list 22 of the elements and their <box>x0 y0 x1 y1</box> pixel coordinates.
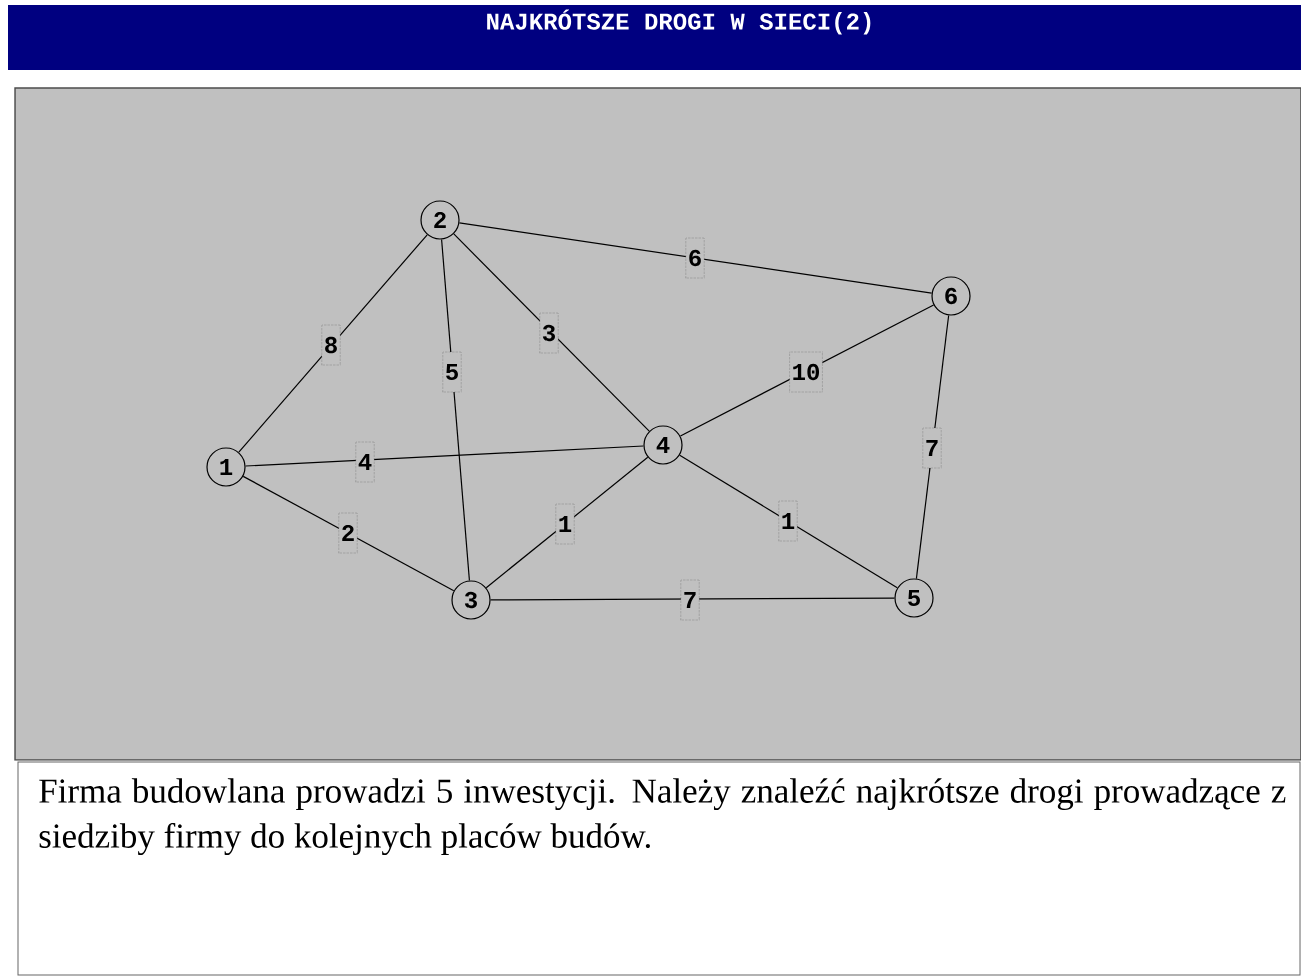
edge-label: 1 <box>778 500 798 542</box>
edge-label: 6 <box>685 237 705 279</box>
edge-line <box>245 445 645 467</box>
title-bar: NAJKRÓTSZE DROGI W SIECI(2) <box>8 5 1301 70</box>
edge-line <box>453 233 650 432</box>
edge-line <box>441 238 470 582</box>
edge-line <box>485 456 649 589</box>
edge-line <box>679 454 898 589</box>
edge-line <box>458 222 933 294</box>
edge-label: 7 <box>922 427 942 469</box>
edge-line <box>238 234 428 453</box>
edge-label: 1 <box>555 503 575 545</box>
edge-line <box>490 597 895 601</box>
edge-label: 3 <box>539 312 559 354</box>
edge-label: 8 <box>321 324 341 366</box>
edge-label: 4 <box>355 441 375 483</box>
edge-label: 5 <box>442 351 462 393</box>
edge-line <box>242 475 455 592</box>
edge-label: 2 <box>338 512 358 554</box>
edge-label: 7 <box>680 579 700 621</box>
caption-box: Firma budowlana prowadzi 5 inwestycji. Należy znaleźć najkrótsze drogi prowadzące z siedziby firmy do kolejnych placów budów. <box>17 761 1301 976</box>
edge-label: 10 <box>789 351 823 393</box>
